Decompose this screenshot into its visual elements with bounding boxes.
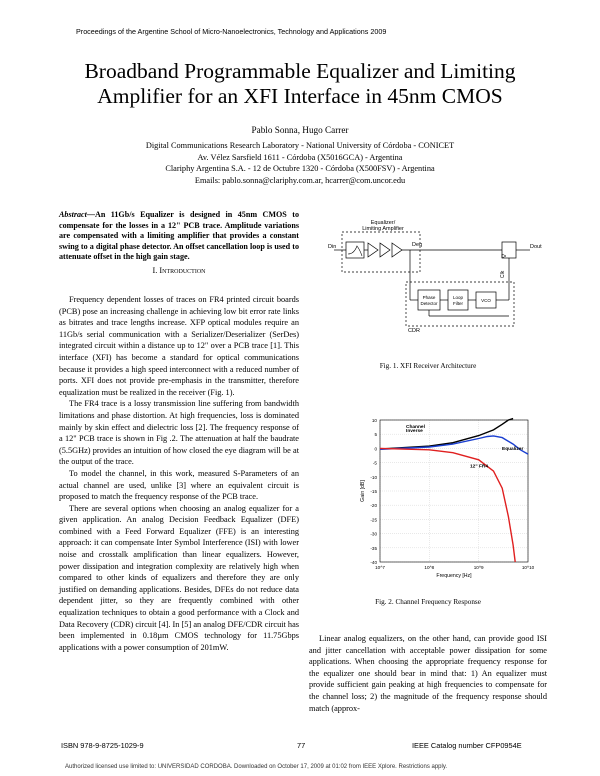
annotation-equalizer: Equalizer [502, 446, 523, 452]
deq-label: Deq [412, 242, 422, 248]
body-left-column: Frequency dependent losses of traces on … [59, 294, 299, 653]
eq-title-2: Limiting Amplifier [362, 226, 404, 232]
annotation-channel-inverse: Inverse [406, 428, 423, 434]
affiliation-line: Emails: pablo.sonna@clariphy.com.ar, hca… [194, 175, 406, 185]
footer-catalog: IEEE Catalog number CFP0954E [412, 741, 522, 750]
abstract-text: —An 11Gb/s Equalizer is designed in 45nm… [59, 210, 299, 262]
affiliation-line: Digital Communications Research Laborato… [145, 141, 455, 150]
affiliation-line: Clariphy Argentina S.A. - 12 de Octubre … [165, 164, 435, 174]
body-right-column: Linear analog equalizers, on the other h… [309, 633, 547, 714]
clk-label: Clk [500, 270, 506, 278]
running-header: Proceedings of the Argentine School of M… [76, 27, 387, 36]
y-tick-label: -20 [370, 503, 377, 508]
fig1-caption: Fig. 1. XFI Receiver Architecture [379, 362, 477, 370]
dout-label: Dout [530, 244, 542, 250]
lf-label-2: Filter [453, 301, 464, 306]
fig2-caption: Fig. 2. Channel Frequency Response [375, 598, 481, 606]
fig1-block-diagram: Equalizer/ Limiting Amplifier Din Deq Do… [328, 220, 542, 334]
annotation-channel-inverse: Channel [406, 424, 425, 430]
paragraph: Linear analog equalizers, on the other h… [309, 634, 547, 713]
series-line [379, 417, 514, 450]
paper-title: Broadband Programmable Equalizer and Lim… [84, 59, 516, 108]
x-axis-label: Frequency [Hz] [436, 573, 472, 579]
eq-title-1: Equalizer/ [371, 220, 396, 226]
paragraph: Frequency dependent losses of traces on … [59, 295, 299, 397]
license-notice: Authorized licensed use limited to: UNIV… [65, 764, 448, 770]
authors: Pablo Sonna, Hugo Carrer [251, 125, 349, 135]
phase-detector-box [417, 289, 441, 311]
y-tick-label: 5 [374, 432, 377, 437]
pd-label-2: Detector [420, 301, 438, 306]
affiliation-line: Av. Vélez Sarsfield 1611 - Córdoba (X501… [197, 152, 403, 162]
eq-response-glyph [347, 245, 363, 257]
cdr-block-outline [405, 281, 515, 327]
abstract: Abstract—An 11Gb/s Equalizer is designed… [59, 210, 299, 263]
amp-stage [391, 242, 403, 258]
section-title: Introduction [159, 266, 206, 275]
series-line [379, 447, 516, 563]
y-tick-label: -5 [373, 461, 378, 466]
y-axis-label: Gain [dB] [360, 480, 366, 502]
y-tick-label: 0 [374, 446, 377, 451]
y-tick-label: -35 [370, 546, 377, 551]
plot-frame [379, 419, 529, 563]
x-tick-label: 10^7 [375, 565, 385, 570]
footer-isbn: ISBN 978-9-8725-1029-9 [61, 741, 144, 750]
footer-page-number: 77 [297, 741, 306, 750]
y-tick-label: -30 [370, 532, 377, 537]
loop-filter-box [447, 289, 469, 311]
section-heading: I. Introduction [59, 266, 299, 275]
y-tick-label: 10 [372, 418, 378, 423]
equalizer-block-outline [341, 231, 421, 273]
vco-label: VCO [481, 298, 491, 303]
y-tick-label: -10 [370, 475, 377, 480]
x-tick-label: 10^10 [522, 565, 535, 570]
x-tick-label: 10^8 [424, 565, 434, 570]
amp-stage [367, 242, 379, 258]
y-tick-label: -25 [370, 517, 377, 522]
y-tick-label: -40 [370, 560, 377, 565]
x-tick-label: 10^9 [474, 565, 484, 570]
din-label: Din [328, 244, 336, 250]
pd-label-1: Phase [423, 295, 436, 300]
series-line [379, 435, 529, 455]
amp-stage [379, 242, 391, 258]
abstract-label: Abstract [59, 210, 87, 219]
decision-flipflop [501, 241, 517, 259]
cdr-label: CDR [408, 328, 420, 334]
paragraph: There are several options when choosing … [59, 503, 299, 652]
y-tick-label: -15 [370, 489, 377, 494]
section-number: I. [152, 266, 158, 275]
lf-label-1: Loop [453, 295, 464, 300]
affiliations: Digital Communications Research Laborato… [40, 140, 560, 186]
annotation-pcb: 12" FR4 [470, 464, 488, 470]
paragraph: The FR4 trace is a lossy transmission li… [59, 399, 299, 467]
paragraph: To model the channel, in this work, meas… [59, 468, 299, 502]
